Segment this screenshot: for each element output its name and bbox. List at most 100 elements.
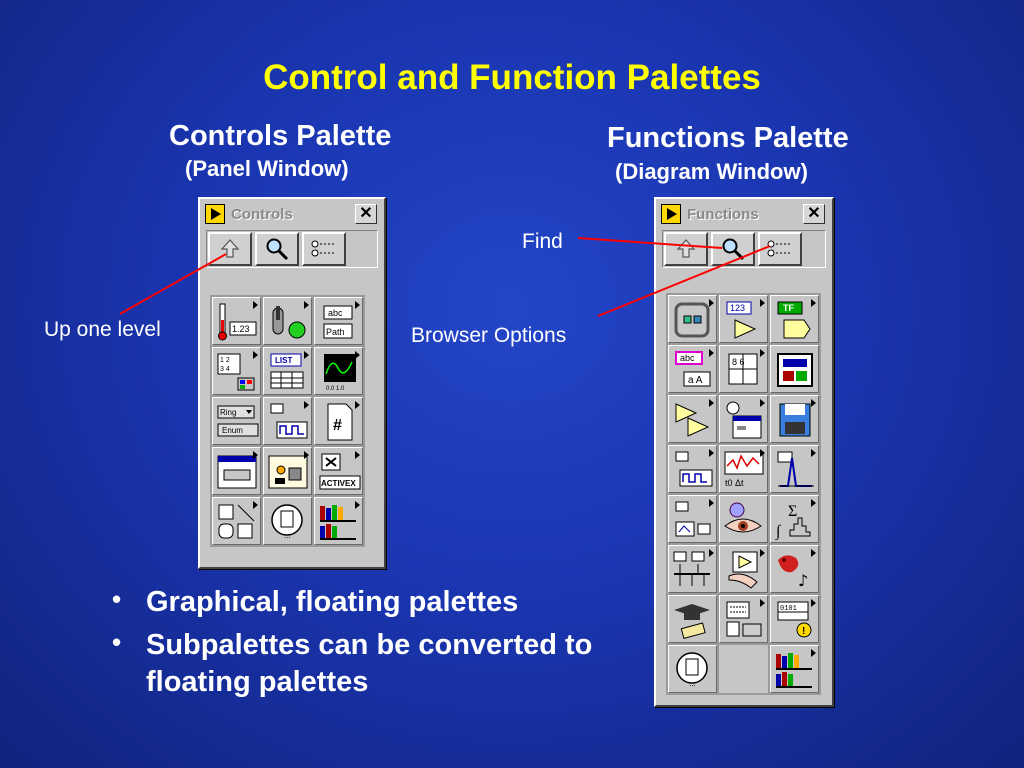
svg-text:!: !: [802, 626, 805, 637]
communication-cell[interactable]: [668, 545, 717, 593]
list-table-cell[interactable]: LIST: [263, 347, 312, 395]
browser-options-button[interactable]: [758, 232, 802, 266]
structures-cell[interactable]: [668, 295, 717, 343]
string-fn-text: abc: [680, 353, 695, 363]
select-control-cell[interactable]: ...: [263, 497, 312, 545]
mathematics-cell[interactable]: Σ∫: [770, 495, 819, 543]
array-cell[interactable]: 8 6: [719, 345, 768, 393]
find-button[interactable]: [711, 232, 755, 266]
bullet-item: •Graphical, floating palettes: [112, 584, 642, 621]
browser-options-button[interactable]: [302, 232, 346, 266]
waveform-cell[interactable]: t0 Δt: [719, 445, 768, 493]
close-button[interactable]: ✕: [803, 204, 825, 224]
cluster-icon: [777, 353, 813, 387]
boolean-controls-cell[interactable]: [263, 297, 312, 345]
advanced-cell[interactable]: 0101!: [770, 595, 819, 643]
advanced-icon: 0101!: [777, 601, 812, 638]
dialog-controls-icon: [217, 455, 257, 489]
boolean-cell[interactable]: TF: [770, 295, 819, 343]
svg-text:Enum: Enum: [222, 426, 243, 435]
analyze-cell[interactable]: [770, 445, 819, 493]
select-vi-icon: ...: [676, 652, 708, 688]
array-fn-text: 8 6: [732, 357, 745, 367]
time-dialog-icon: [726, 401, 762, 439]
comparison-icon: [675, 403, 710, 437]
instrument-io-cell[interactable]: [668, 495, 717, 543]
user-libraries-icon: [776, 653, 812, 688]
waveform-fn-text: t0 Δt: [725, 478, 744, 488]
boolean-controls-icon: [272, 306, 306, 339]
svg-text:1 2: 1 2: [220, 357, 230, 364]
math-fn-text: Σ: [788, 503, 797, 520]
classic-controls-icon: [268, 455, 308, 489]
dialog-controls-cell[interactable]: [212, 447, 261, 495]
functions-palette-header: Functions Palette: [607, 122, 849, 154]
controls-palette-titlebar[interactable]: Controls ✕: [203, 202, 381, 226]
tutorial-icon: [674, 604, 710, 639]
select-vi-cell[interactable]: ...: [668, 645, 717, 693]
mathematics-icon: Σ∫: [775, 503, 811, 540]
ring-cell-text: Ring: [220, 408, 236, 417]
up-one-level-button[interactable]: [208, 232, 252, 266]
refnum-cell[interactable]: #: [314, 397, 363, 445]
bullet-list: •Graphical, floating palettes •Subpalett…: [112, 584, 642, 707]
svg-text:∫: ∫: [775, 523, 782, 540]
motion-vision-cell[interactable]: [719, 495, 768, 543]
functions-palette-title: Functions: [687, 205, 759, 223]
browser-options-icon: [311, 240, 335, 257]
user-libraries-cell[interactable]: [770, 645, 819, 693]
graphics-sound-cell[interactable]: ♪: [770, 545, 819, 593]
callout-browser-options: Browser Options: [411, 324, 567, 347]
svg-text:a A: a A: [688, 375, 703, 386]
application-control-cell[interactable]: [719, 545, 768, 593]
string-cell[interactable]: abc a A: [668, 345, 717, 393]
select-control-icon: ...: [271, 504, 303, 540]
io-cell[interactable]: [263, 397, 312, 445]
comparison-cell[interactable]: [668, 395, 717, 443]
numeric-controls-icon: 1.23: [218, 303, 257, 341]
functions-palette-titlebar[interactable]: Functions ✕: [659, 202, 829, 226]
up-one-level-button[interactable]: [664, 232, 708, 266]
user-libraries-cell[interactable]: [314, 497, 363, 545]
svg-text:...: ...: [689, 679, 696, 688]
motion-vision-icon: [724, 502, 762, 533]
callout-find: Find: [522, 230, 563, 253]
close-button[interactable]: ✕: [355, 204, 377, 224]
file-io-cell[interactable]: [770, 395, 819, 443]
tutorial-cell[interactable]: [668, 595, 717, 643]
activex-cell[interactable]: ACTIVEX: [314, 447, 363, 495]
find-button[interactable]: [255, 232, 299, 266]
classic-controls-cell[interactable]: [263, 447, 312, 495]
callout-up-one-level: Up one level: [44, 318, 161, 341]
numeric-cell[interactable]: 123: [719, 295, 768, 343]
labview-logo-icon: [205, 204, 225, 224]
slide-title: Control and Function Palettes: [263, 58, 761, 97]
svg-text:3 4: 3 4: [220, 366, 230, 373]
close-icon: ✕: [807, 205, 821, 222]
string-cell-text: abc: [328, 308, 343, 318]
numeric-controls-cell[interactable]: 1.23: [212, 297, 261, 345]
decorations-cell[interactable]: [212, 497, 261, 545]
user-libraries-icon: [320, 505, 356, 540]
graph-cell[interactable]: 0.0 1.0: [314, 347, 363, 395]
up-arrow-icon: [676, 239, 696, 258]
io-icon: [270, 403, 308, 439]
controls-palette-toolbar: [206, 230, 378, 268]
cluster-cell[interactable]: [770, 345, 819, 393]
svg-text:...: ...: [284, 531, 291, 540]
controls-palette-title: Controls: [231, 205, 293, 223]
browser-options-icon: [767, 240, 791, 257]
time-dialog-cell[interactable]: [719, 395, 768, 443]
list-cell-text: LIST: [275, 356, 292, 365]
data-acquisition-cell[interactable]: [668, 445, 717, 493]
controls-palette-subheader: (Panel Window): [185, 156, 349, 181]
file-io-icon: [779, 403, 811, 437]
report-generation-cell[interactable]: [719, 595, 768, 643]
